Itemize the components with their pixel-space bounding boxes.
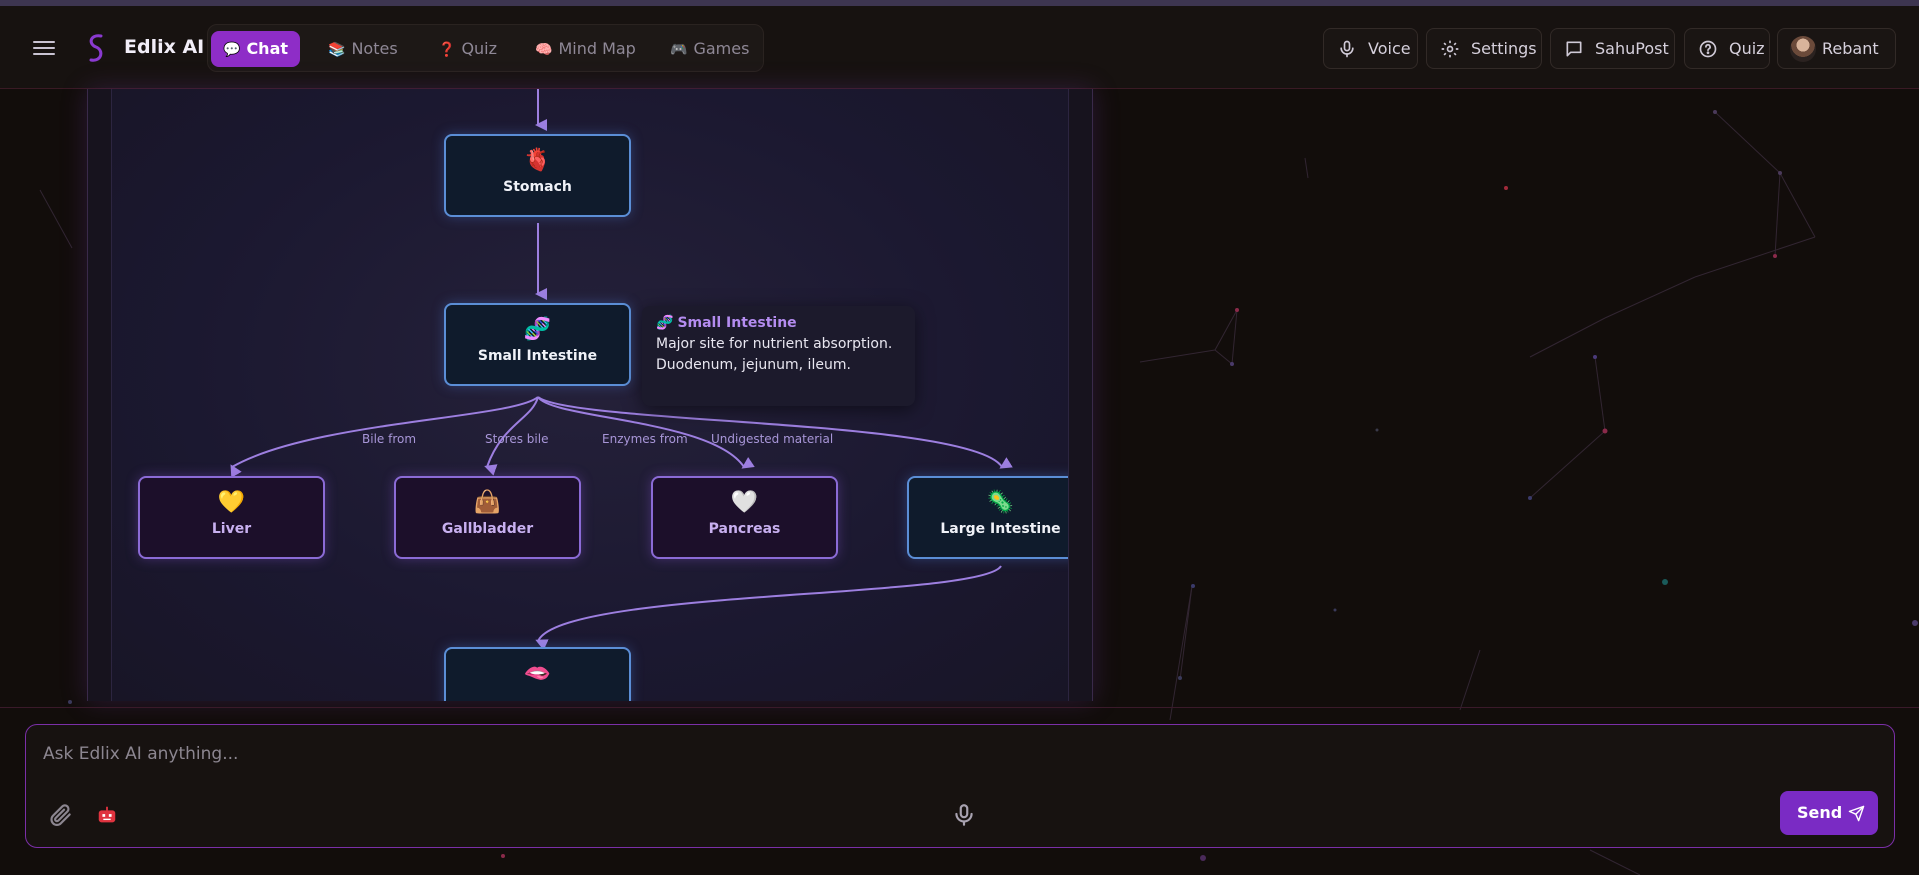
node-pancreas[interactable]: 🤍 Pancreas — [651, 476, 838, 559]
node-partial-next[interactable]: 🫦 — [444, 647, 631, 701]
tab-quiz[interactable]: ❓Quiz — [438, 39, 498, 58]
handbag-icon: 👜 — [473, 490, 502, 515]
edge-large-intestine-next — [535, 565, 1002, 651]
settings-button[interactable]: Settings — [1426, 28, 1542, 69]
edge-stores-bile — [484, 396, 539, 476]
app-logo-icon — [89, 34, 103, 62]
input-divider — [0, 707, 1919, 708]
edge-label-enzymes-from: Enzymes from — [602, 432, 688, 446]
help-circle-icon — [1699, 40, 1717, 58]
node-gallbladder[interactable]: 👜 Gallbladder — [394, 476, 581, 559]
tab-games[interactable]: 🎮Games — [670, 39, 750, 58]
chat-composer: Send — [25, 724, 1895, 848]
user-profile-button[interactable]: Rebant — [1777, 28, 1896, 69]
hamburger-menu-icon[interactable] — [33, 37, 55, 59]
robot-icon[interactable] — [96, 804, 118, 826]
brain-icon: 🧠 — [535, 42, 553, 58]
node-small-intestine[interactable]: 🧬 Small Intestine — [444, 303, 631, 386]
mind-map-canvas[interactable]: 🫀 Stomach 🧬 Small Intestine 💛 Liver 👜 Ga… — [111, 89, 1069, 701]
edge-label-bile-from: Bile from — [362, 432, 417, 446]
books-icon: 📚 — [328, 42, 346, 58]
sahupost-button[interactable]: SahuPost — [1550, 28, 1675, 69]
tab-chat[interactable]: 💬Chat — [211, 31, 301, 67]
main-nav-tabs: 💬Chat 📚Notes ❓Quiz 🧠Mind Map 🎮Games — [207, 24, 764, 72]
edge-label-undigested: Undigested material — [711, 432, 834, 446]
dna-icon: 🧬 — [656, 315, 674, 331]
question-mark-icon: ❓ — [438, 42, 456, 58]
tooltip-body: Major site for nutrient absorption. Duod… — [656, 336, 893, 373]
tab-notes[interactable]: 📚Notes — [328, 39, 398, 58]
top-accent-line — [0, 0, 1919, 6]
avatar — [1790, 36, 1816, 62]
gear-icon — [1441, 40, 1459, 58]
edge-bile-from — [230, 396, 539, 478]
edge-label-stores-bile: Stores bile — [485, 432, 549, 446]
top-header: Edlix AI 💬Chat 📚Notes ❓Quiz 🧠Mind Map 🎮G… — [0, 6, 1919, 89]
mind-map-edges — [230, 89, 1013, 651]
yellow-heart-icon: 💛 — [217, 490, 246, 515]
send-button[interactable]: Send — [1780, 791, 1878, 835]
node-large-intestine[interactable]: 🦠 Large Intestine — [907, 476, 1068, 559]
chat-input[interactable] — [43, 739, 1743, 769]
node-liver[interactable]: 💛 Liver — [138, 476, 325, 559]
message-square-icon — [1566, 41, 1582, 57]
microphone-icon[interactable] — [951, 802, 977, 828]
tooltip-title: Small Intestine — [677, 315, 797, 331]
send-icon — [1848, 805, 1865, 822]
node-tooltip: 🧬Small Intestine Major site for nutrient… — [642, 306, 915, 406]
lips-icon: 🫦 — [523, 661, 552, 686]
app-title: Edlix AI — [124, 36, 205, 58]
edge-undigested — [537, 396, 1013, 469]
node-stomach[interactable]: 🫀 Stomach — [444, 134, 631, 217]
white-heart-icon: 🤍 — [730, 490, 759, 515]
voice-button[interactable]: Voice — [1323, 28, 1418, 69]
edge-enzymes-from — [537, 396, 755, 469]
dna-icon: 🧬 — [523, 317, 552, 342]
game-controller-icon: 🎮 — [670, 42, 688, 58]
heart-organ-icon: 🫀 — [523, 148, 552, 173]
microbe-icon: 🦠 — [986, 490, 1015, 515]
quiz-button[interactable]: Quiz — [1684, 28, 1770, 69]
speech-bubble-icon: 💬 — [223, 42, 241, 58]
tab-mind-map[interactable]: 🧠Mind Map — [535, 39, 636, 58]
paperclip-icon[interactable] — [48, 802, 74, 828]
microphone-icon — [1340, 40, 1354, 58]
